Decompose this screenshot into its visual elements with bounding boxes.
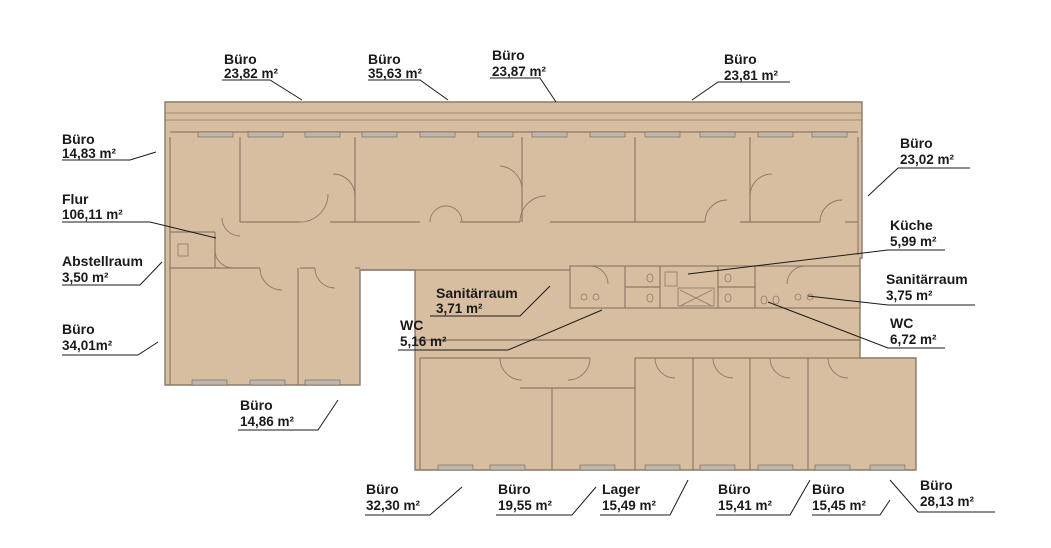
label-wc-1-area: 5,16 m² bbox=[400, 334, 447, 349]
label-buero-6-name: Büro bbox=[900, 135, 933, 151]
label-buero-8-area: 14,86 m² bbox=[240, 414, 295, 429]
label-sanitaer-2-area: 3,75 m² bbox=[886, 288, 933, 303]
label-buero-5-area: 14,83 m² bbox=[62, 146, 117, 161]
window bbox=[419, 131, 456, 138]
label-sanitaer-1-name: Sanitärraum bbox=[436, 285, 518, 301]
label-buero-11-name: Büro bbox=[718, 481, 751, 497]
label-buero-4-name: Büro bbox=[724, 51, 757, 67]
label-buero-7-name: Büro bbox=[62, 321, 95, 337]
window bbox=[699, 131, 736, 138]
sanitary-core bbox=[569, 265, 861, 309]
upper-partitions bbox=[169, 137, 859, 385]
left-rooms bbox=[170, 231, 360, 386]
window bbox=[247, 131, 284, 138]
label-kueche-name: Küche bbox=[890, 217, 933, 233]
window bbox=[304, 131, 341, 138]
lower-wing bbox=[414, 339, 917, 471]
label-abstellraum-name: Abstellraum bbox=[62, 253, 143, 269]
label-abstellraum-area: 3,50 m² bbox=[62, 270, 109, 285]
label-buero-7-area: 34,01m² bbox=[62, 338, 113, 353]
leader-lines bbox=[62, 77, 995, 516]
label-kueche-area: 5,99 m² bbox=[890, 234, 937, 249]
window bbox=[197, 131, 234, 138]
window bbox=[757, 131, 794, 138]
window bbox=[644, 131, 681, 138]
label-buero-10-name: Büro bbox=[498, 481, 531, 497]
label-sanitaer-1-area: 3,71 m² bbox=[436, 301, 483, 316]
upper-doors bbox=[221, 165, 843, 237]
label-wc-1-name: WC bbox=[400, 317, 423, 333]
label-lager-name: Lager bbox=[602, 481, 641, 497]
label-buero-9-area: 32,30 m² bbox=[366, 498, 421, 513]
label-buero-13-area: 28,13 m² bbox=[920, 494, 975, 509]
window bbox=[811, 131, 848, 138]
label-buero-2-area: 35,63 m² bbox=[368, 66, 423, 81]
label-flur-area: 106,11 m² bbox=[62, 207, 123, 222]
label-buero-13-name: Büro bbox=[920, 477, 953, 493]
label-buero-12-name: Büro bbox=[812, 481, 845, 497]
label-buero-6-area: 23,02 m² bbox=[900, 152, 955, 167]
building-outline bbox=[164, 101, 917, 471]
label-buero-3-name: Büro bbox=[492, 47, 525, 63]
label-buero-1-area: 23,82 m² bbox=[224, 66, 279, 81]
window bbox=[477, 131, 514, 138]
lower-partitions bbox=[419, 357, 906, 471]
label-buero-11-area: 15,41 m² bbox=[718, 498, 773, 513]
window bbox=[361, 131, 398, 138]
window bbox=[531, 131, 568, 138]
label-buero-10-area: 19,55 m² bbox=[498, 498, 553, 513]
label-buero-5-name: Büro bbox=[62, 131, 95, 147]
label-buero-4-area: 23,81 m² bbox=[724, 68, 779, 83]
label-wc-2-area: 6,72 m² bbox=[890, 332, 937, 347]
label-buero-3-area: 23,87 m² bbox=[492, 64, 547, 79]
label-sanitaer-2-name: Sanitärraum bbox=[886, 271, 968, 287]
label-wc-2-name: WC bbox=[890, 315, 913, 331]
label-buero-2-name: Büro bbox=[368, 51, 401, 67]
label-buero-12-area: 15,45 m² bbox=[812, 498, 867, 513]
label-buero-1-name: Büro bbox=[224, 51, 257, 67]
label-flur-name: Flur bbox=[62, 191, 89, 207]
label-buero-9-name: Büro bbox=[366, 481, 399, 497]
label-buero-8-name: Büro bbox=[240, 397, 273, 413]
room-labels: Büro 23,82 m² Büro 35,63 m² Büro 23,87 m… bbox=[62, 47, 975, 513]
top-windows bbox=[197, 131, 848, 138]
window bbox=[589, 131, 626, 138]
label-lager-area: 15,49 m² bbox=[602, 498, 657, 513]
